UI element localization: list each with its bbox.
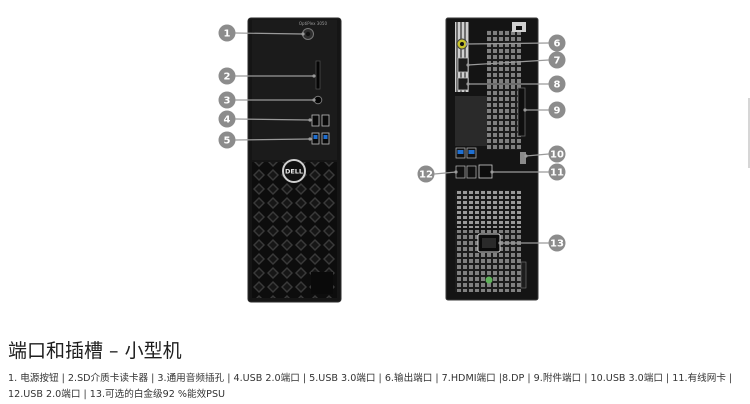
usb3-cable-clip xyxy=(520,152,526,164)
callout-7: 7 xyxy=(548,51,566,69)
callout-2: 2 xyxy=(218,67,236,85)
scroll-edge xyxy=(748,98,750,168)
back-board-area xyxy=(455,96,487,146)
psu-test-led xyxy=(485,276,493,284)
svg-text:1: 1 xyxy=(224,29,231,40)
svg-text:DELL: DELL xyxy=(285,168,303,176)
front-usb2-ports[interactable] xyxy=(311,114,330,127)
front-usb3-ports[interactable] xyxy=(311,132,330,145)
page-title: 端口和插槽 – 小型机 xyxy=(8,340,182,362)
callout-13: 13 xyxy=(548,234,566,252)
svg-text:13: 13 xyxy=(550,239,564,250)
ethernet-port[interactable] xyxy=(478,164,493,179)
svg-text:10: 10 xyxy=(550,150,564,161)
callout-3: 3 xyxy=(218,91,236,109)
sd-card-slot[interactable] xyxy=(315,60,321,90)
back-chassis xyxy=(445,17,539,301)
callout-10: 10 xyxy=(548,145,566,163)
accessory-slot[interactable] xyxy=(517,87,526,137)
svg-text:2: 2 xyxy=(224,72,231,83)
power-button[interactable] xyxy=(302,28,314,40)
front-model-label: OptiPlex 3050 xyxy=(299,21,328,26)
svg-text:6: 6 xyxy=(554,39,561,50)
back-usb3-ports[interactable] xyxy=(455,147,477,159)
callout-8: 8 xyxy=(548,75,566,93)
kensington-slot[interactable] xyxy=(520,261,527,289)
callout-6: 6 xyxy=(548,34,566,52)
svg-text:5: 5 xyxy=(224,136,231,147)
svg-text:11: 11 xyxy=(550,168,564,179)
callout-11: 11 xyxy=(548,163,566,181)
svg-text:12: 12 xyxy=(419,170,433,181)
callout-12: 12 xyxy=(417,165,435,183)
ports-legend: 1. 电源按钮 | 2.SD介质卡读卡器 | 3.通用音频插孔 | 4.USB … xyxy=(8,373,733,400)
expansion-slots xyxy=(455,190,521,228)
product-illustration: OptiPlex 3050 DELL 1 2 3 4 xyxy=(218,17,566,303)
front-foot-panel xyxy=(311,272,333,294)
callout-4: 4 xyxy=(218,110,236,128)
svg-text:4: 4 xyxy=(224,115,231,126)
svg-text:7: 7 xyxy=(554,56,561,67)
callout-5: 5 xyxy=(218,131,236,149)
svg-text:3: 3 xyxy=(224,96,231,107)
dell-logo: DELL xyxy=(282,159,306,183)
callout-9: 9 xyxy=(548,101,566,119)
power-connector[interactable] xyxy=(477,233,501,253)
svg-text:8: 8 xyxy=(554,80,561,91)
callout-1: 1 xyxy=(218,24,236,42)
svg-text:9: 9 xyxy=(554,106,561,117)
